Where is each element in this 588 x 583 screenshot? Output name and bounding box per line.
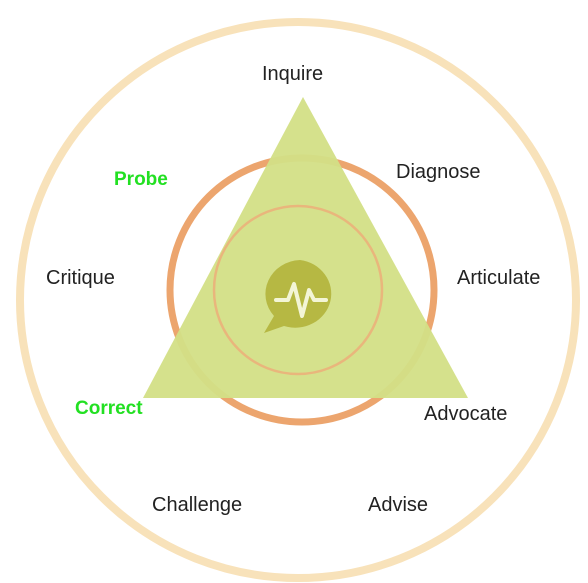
central-triangle: [143, 97, 468, 398]
label-advise: Advise: [368, 494, 429, 516]
label-advocate: Advocate: [424, 403, 508, 425]
label-correct: Correct: [75, 398, 143, 419]
label-challenge: Challenge: [152, 494, 243, 516]
label-critique: Critique: [46, 267, 115, 289]
label-articulate: Articulate: [457, 267, 541, 289]
pulse-speech-bubble-icon: [264, 260, 332, 333]
label-diagnose: Diagnose: [396, 161, 481, 183]
label-probe: Probe: [114, 169, 168, 190]
inner-ring: [212, 204, 384, 376]
label-inquire: Inquire: [262, 63, 324, 85]
outer-ring: [16, 18, 580, 582]
